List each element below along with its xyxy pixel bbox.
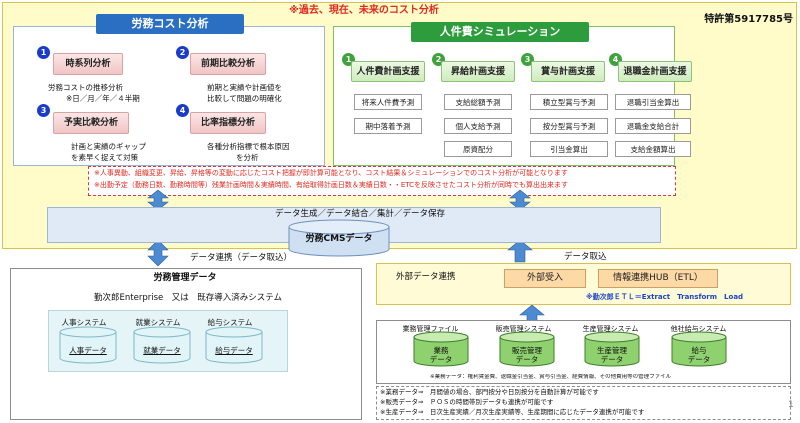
source-db-2a: 販売管理: [512, 346, 542, 355]
payment-amount-calc-button[interactable]: 支給金額算出: [615, 141, 691, 157]
sources-footnote: ※業務データ：権利賃金費、退職金引当金、賞与引当金、経費情報、その他費用等の管理…: [430, 374, 672, 380]
notes-box: [88, 166, 676, 196]
item-number-4: 4: [176, 104, 189, 117]
payroll-data-label: 給与データ: [215, 346, 253, 355]
database-icon: [413, 331, 727, 367]
raise-plan-button[interactable]: 昇給計画支援: [441, 61, 515, 82]
source-db-3a: 生産管理: [597, 346, 627, 355]
header-note: ※過去、現在、未来のコスト分析: [289, 5, 439, 16]
external-link-label: 外部データ連携: [396, 272, 456, 282]
total-payment-forecast-button[interactable]: 支給総額予測: [444, 94, 512, 110]
attendance-data-label: 就業データ: [143, 346, 181, 355]
ratio-index-desc-2: を分析: [236, 153, 259, 162]
ratio-index-desc-1: 各種分析指標で根本原因: [207, 142, 290, 151]
ratio-index-analysis-button[interactable]: 比率指標分析: [190, 112, 266, 134]
patent-number: 特許第5917785号: [704, 14, 793, 25]
bonus-plan-button[interactable]: 賞与計画支援: [531, 61, 605, 82]
personnel-cost-plan-button[interactable]: 人件費計画支援: [351, 61, 425, 82]
attendance-system-label: 就業システム: [135, 318, 181, 327]
bottom-note-1: ※業務データ⇒ 月間値の場合、部門按分や日別按分を自動計算が可能です: [380, 388, 599, 396]
note-line-1: ※人事異動、組織変更、昇給、昇格等の変動に応じたコスト把握が即計算可能となり、コ…: [94, 169, 568, 177]
labor-mgmt-subtitle: 勤次郎Enterprise 又は 既存導入済みシステム: [94, 293, 282, 303]
bottom-note-2: ※販売データ⇒ ＰＯＳの時間帯別データも連携が可能です: [380, 398, 554, 406]
cost-analysis-panel: [13, 26, 325, 166]
retirement-allowance-calc-button[interactable]: 退職引当金算出: [615, 94, 691, 110]
item-number-3: 3: [37, 104, 50, 117]
payroll-system-label: 給与システム: [207, 318, 253, 327]
item-number-2: 2: [176, 46, 189, 59]
individual-payment-forecast-button[interactable]: 個人支給予測: [444, 118, 512, 134]
source-label-1: 業務管理ファイル: [402, 325, 459, 333]
retirement-total-button[interactable]: 退職金支給合計: [615, 118, 691, 134]
budget-actual-analysis-button[interactable]: 予実比較分析: [53, 112, 129, 134]
bottom-notes-box: [376, 386, 791, 420]
data-link-right-label: データ取込: [564, 252, 607, 262]
database-icon: [288, 219, 390, 257]
timeseries-desc-1: 労務コストの推移分析: [48, 83, 123, 92]
source-label-2: 販売管理システム: [495, 325, 552, 333]
note-line-2: ※出勤予定（勤務日数、勤務時間等）残業計画時間＆実績時間、有給取得計画日数＆実績…: [94, 181, 569, 189]
bottom-note-3: ※生産データ⇒ 日次生産実績／月次生産実績等、生産期間に応じたデータ連携が可能で…: [380, 408, 645, 416]
previous-period-desc-1: 前期と実績や計画値を: [207, 83, 282, 92]
budget-actual-desc-2: を素早く捉えて対策: [71, 153, 139, 162]
timeseries-desc-2: ※日／月／年／４半期: [66, 94, 140, 103]
source-db-1a: 業務: [433, 346, 449, 355]
cms-process-label: データ生成／データ結合／集計／データ保存: [274, 209, 445, 219]
labor-mgmt-title: 労務管理データ: [153, 273, 217, 283]
page-number: 1: [788, 400, 794, 410]
hr-data-label: 人事データ: [69, 346, 107, 355]
future-personnel-cost-button[interactable]: 将来人件費予測: [354, 94, 422, 110]
source-db-4a: 給与: [691, 346, 707, 355]
database-icon: [59, 326, 263, 364]
external-receive-button[interactable]: 外部受入: [504, 269, 586, 288]
accumulated-bonus-forecast-button[interactable]: 積立型賞与予測: [530, 94, 608, 110]
source-db-1b: データ: [429, 355, 453, 364]
midterm-forecast-button[interactable]: 期中落着予測: [354, 118, 422, 134]
simulation-title: 人件費シミュレーション: [411, 22, 589, 42]
hr-system-label: 人事システム: [61, 318, 107, 327]
data-link-left-label: データ連携（データ取込）: [190, 253, 293, 263]
item-number-1: 1: [37, 46, 50, 59]
source-db-4b: データ: [687, 355, 711, 364]
sim-number-3: 3: [521, 53, 534, 66]
fund-allocation-button[interactable]: 原資配分: [444, 141, 512, 157]
source-db-2b: データ: [515, 355, 539, 364]
cost-analysis-title: 労務コスト分析: [96, 14, 244, 34]
cms-db-label: 労務CMSデータ: [305, 234, 373, 244]
source-label-3: 生産管理システム: [582, 325, 639, 333]
budget-actual-desc-1: 計画と実績のギャップ: [71, 142, 146, 151]
source-label-4: 他社給与システム: [670, 325, 727, 333]
info-hub-etl-button[interactable]: 情報連携HUB（ETL）: [598, 269, 718, 288]
timeseries-analysis-button[interactable]: 時系列分析: [53, 53, 123, 75]
etl-note: ※勤次郎ＥＴＬ＝Extract Transform Load: [586, 293, 744, 301]
prorated-bonus-forecast-button[interactable]: 按分型賞与予測: [530, 118, 608, 134]
previous-period-analysis-button[interactable]: 前期比較分析: [190, 53, 266, 75]
source-db-3b: データ: [600, 355, 624, 364]
retirement-plan-button[interactable]: 退職金計画支援: [618, 61, 692, 82]
allowance-calc-button[interactable]: 引当金算出: [530, 141, 608, 157]
previous-period-desc-2: 比較して問題の明確化: [207, 94, 282, 103]
